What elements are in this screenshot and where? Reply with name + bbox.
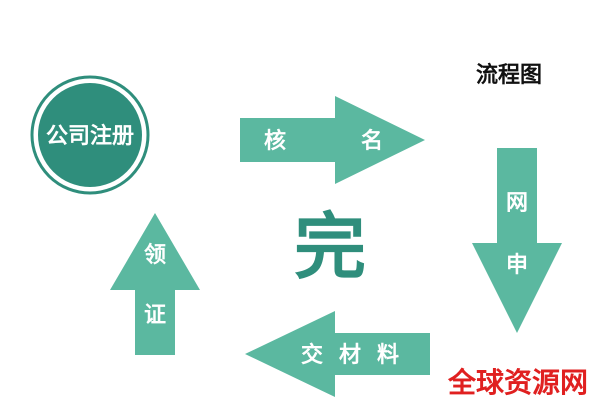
flowchart-title: 流程图 [476, 62, 542, 88]
arrow-right-step1: 核 名 [240, 96, 425, 184]
step3-char3: 料 [377, 343, 399, 368]
start-node-label: 公司注册 [46, 123, 134, 149]
step1-char2: 名 [361, 128, 383, 154]
watermark-text: 全球资源网 [447, 366, 588, 399]
step4-char2: 证 [144, 303, 166, 328]
step3-char2: 材 [339, 343, 361, 368]
arrow-down-step2: 网 申 [472, 148, 562, 333]
step2-char1: 网 [506, 191, 528, 216]
arrow-left-step3: 交 材 料 [245, 311, 430, 397]
arrow-up-step4: 领 证 [110, 213, 200, 355]
step2-char2: 申 [506, 253, 528, 278]
step4-char1: 领 [144, 242, 166, 268]
step1-char1: 核 [264, 128, 286, 154]
step3-char1: 交 [301, 342, 323, 368]
center-text: 完 [294, 205, 366, 289]
start-node-circle: 公司注册 [30, 75, 150, 195]
